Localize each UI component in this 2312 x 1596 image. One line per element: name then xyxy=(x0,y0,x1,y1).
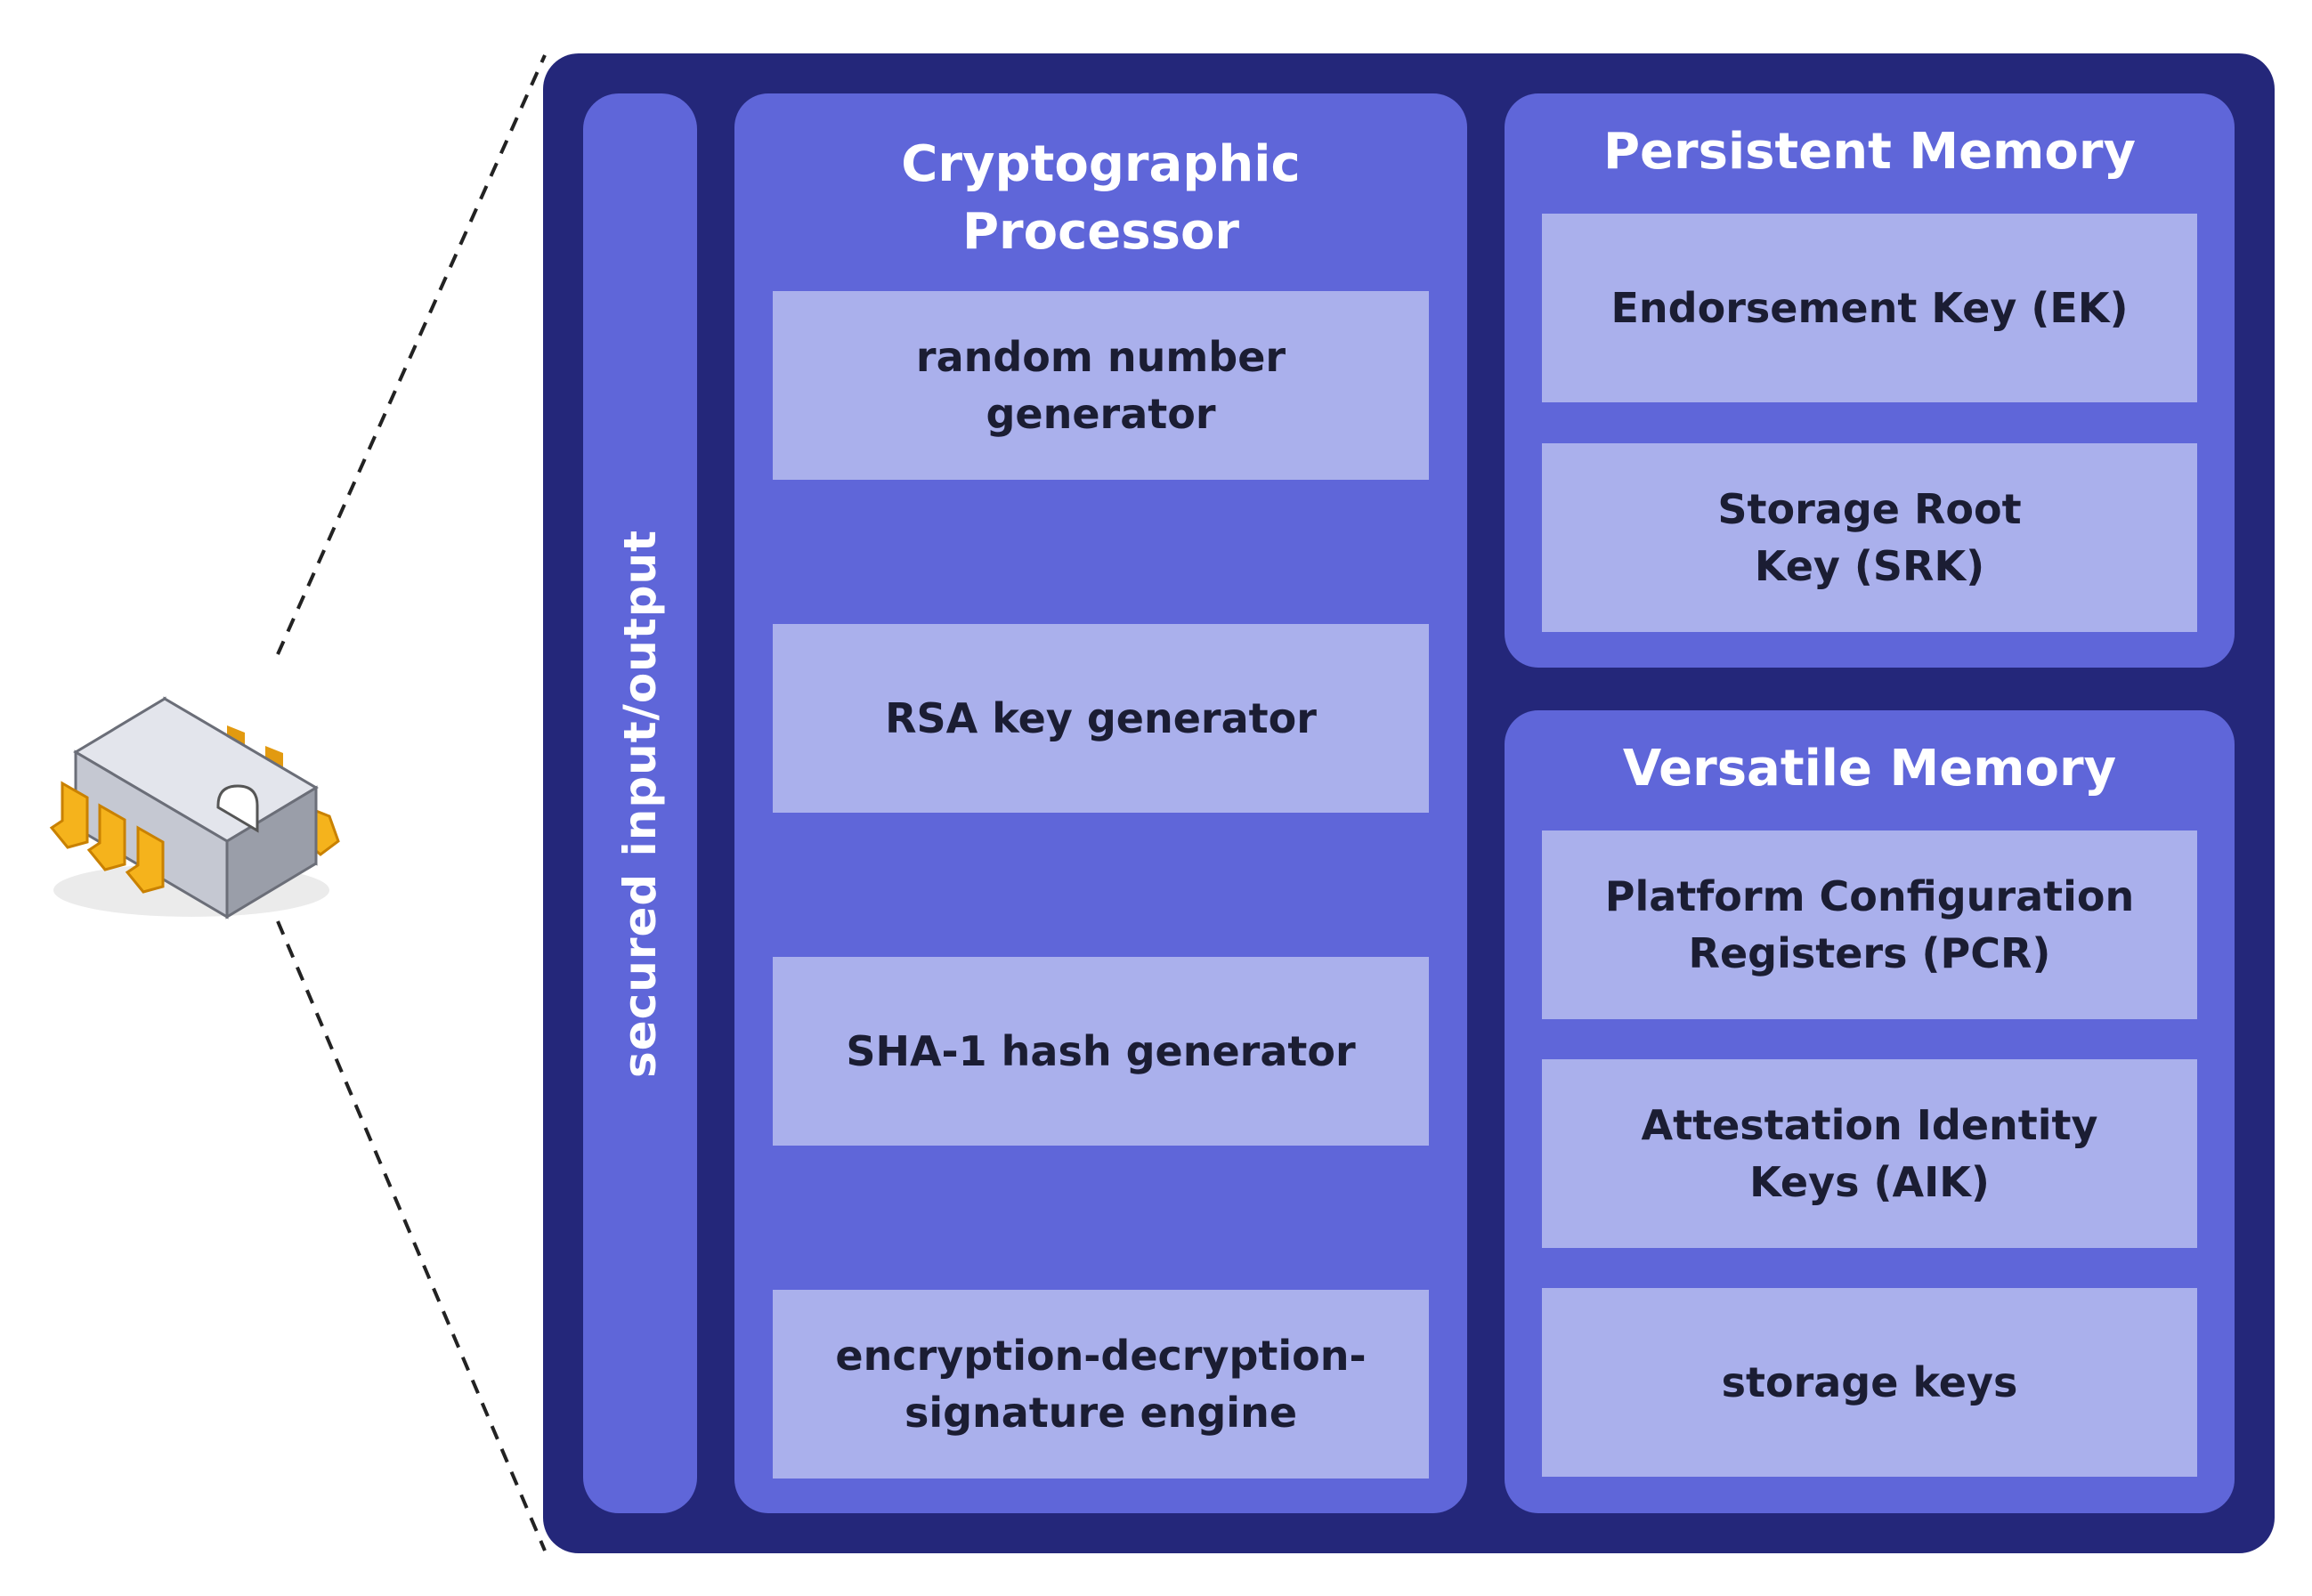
aik-box: Attestation Identity Keys (AIK) xyxy=(1542,1059,2197,1248)
storage-keys-box: storage keys xyxy=(1542,1288,2197,1477)
persistent-memory-panel: Persistent Memory Endorsement Key (EK) S… xyxy=(1505,93,2235,668)
sha1-hash-generator-box: SHA-1 hash generator xyxy=(773,957,1429,1146)
zoom-line-top xyxy=(276,54,547,655)
persistent-memory-title: Persistent Memory xyxy=(1602,123,2137,181)
random-number-generator-box: random number generator xyxy=(773,291,1429,480)
rsa-key-generator-box: RSA key generator xyxy=(773,624,1429,813)
pcr-box: Platform Configuration Registers (PCR) xyxy=(1542,830,2197,1019)
versatile-memory-title: Versatile Memory xyxy=(1622,740,2117,798)
secured-io-bar: secured input/output xyxy=(583,93,697,1513)
zoom-line-bottom xyxy=(276,920,547,1551)
cryptographic-processor-title: Cryptographic Processor xyxy=(901,135,1301,261)
versatile-memory-panel: Versatile Memory Platform Configuration … xyxy=(1505,710,2235,1513)
microchip-icon xyxy=(49,696,340,920)
endorsement-key-box: Endorsement Key (EK) xyxy=(1542,214,2197,402)
encryption-engine-box: encryption-decryption- signature engine xyxy=(773,1290,1429,1479)
cryptographic-processor-panel: Cryptographic Processor random number ge… xyxy=(734,93,1467,1513)
secured-io-label: secured input/output xyxy=(614,529,666,1078)
storage-root-key-box: Storage Root Key (SRK) xyxy=(1542,443,2197,632)
